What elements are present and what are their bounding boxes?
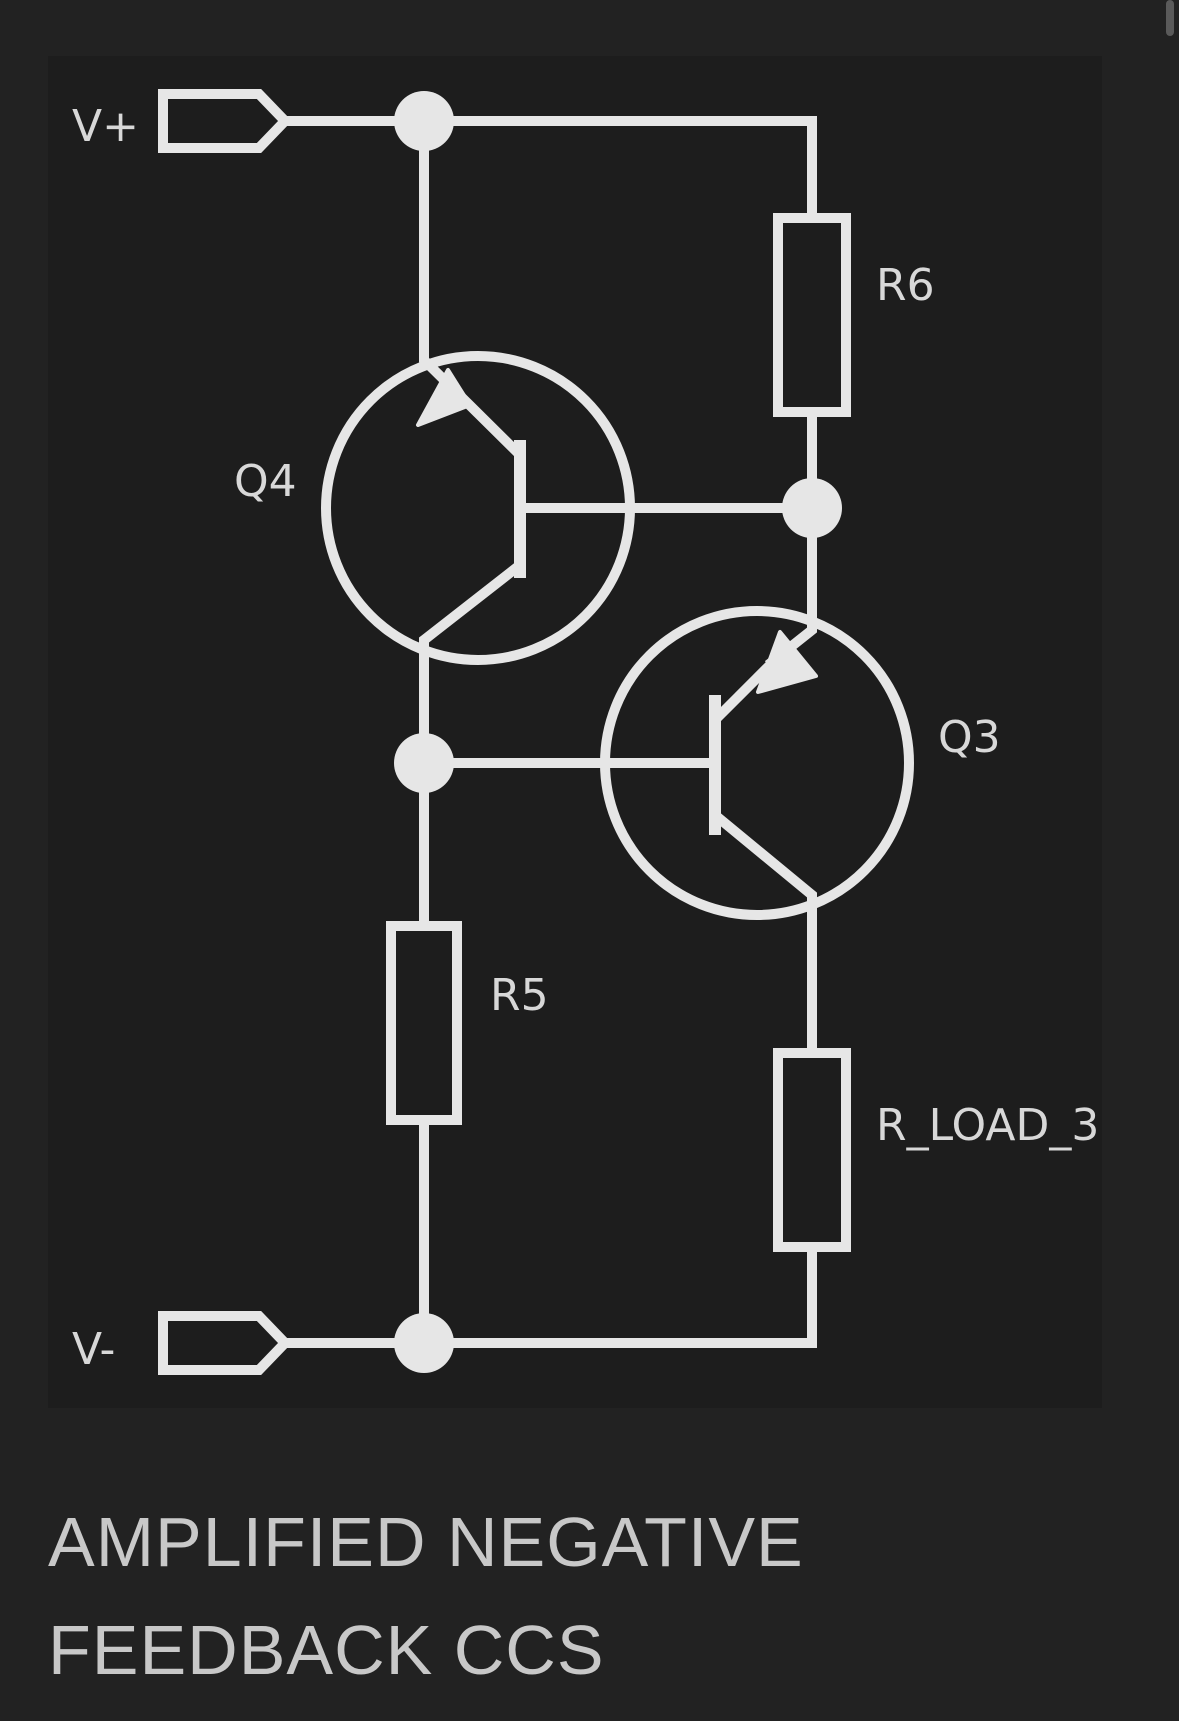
caption-line-2: FEEDBACK CCS xyxy=(48,1611,605,1689)
q3-emitter-arrow xyxy=(756,630,818,694)
wire-top-rail xyxy=(285,116,817,218)
wire-q3-collector xyxy=(711,811,817,1053)
caption-line-1: AMPLIFIED NEGATIVE xyxy=(48,1503,804,1581)
label-q4: Q4 xyxy=(234,456,297,507)
label-r5: R5 xyxy=(490,970,549,1021)
schematic-panel xyxy=(48,56,1102,1408)
junction-dot-bottom xyxy=(394,1313,454,1373)
resistor-r5 xyxy=(386,921,462,1125)
label-r6: R6 xyxy=(876,260,935,311)
vminus-terminal xyxy=(158,1311,292,1375)
wire-rload-bottom xyxy=(285,1247,817,1348)
label-q3: Q3 xyxy=(938,712,1001,763)
resistor-rload xyxy=(773,1048,851,1252)
transistor-q4-body xyxy=(321,351,635,665)
diagram-caption: AMPLIFIED NEGATIVE FEEDBACK CCS xyxy=(48,1488,1108,1704)
junction-dot-base xyxy=(782,478,842,538)
q4-emitter-arrow xyxy=(416,368,472,427)
resistor-r6 xyxy=(773,213,851,417)
junction-dot-mid xyxy=(394,733,454,793)
junction-dot-top xyxy=(394,91,454,151)
label-vplus: V+ xyxy=(72,101,139,152)
circuit-schematic: V+ V- Q4 Q3 R6 R5 R_LOAD_3 xyxy=(72,89,1099,1375)
scrollbar-thumb[interactable] xyxy=(1166,0,1174,36)
wire-q3-emitter xyxy=(711,661,774,724)
vplus-terminal xyxy=(158,89,292,153)
wire-q4-emitter xyxy=(419,121,524,459)
label-vminus: V- xyxy=(72,1324,115,1375)
label-rload: R_LOAD_3 xyxy=(876,1100,1099,1151)
